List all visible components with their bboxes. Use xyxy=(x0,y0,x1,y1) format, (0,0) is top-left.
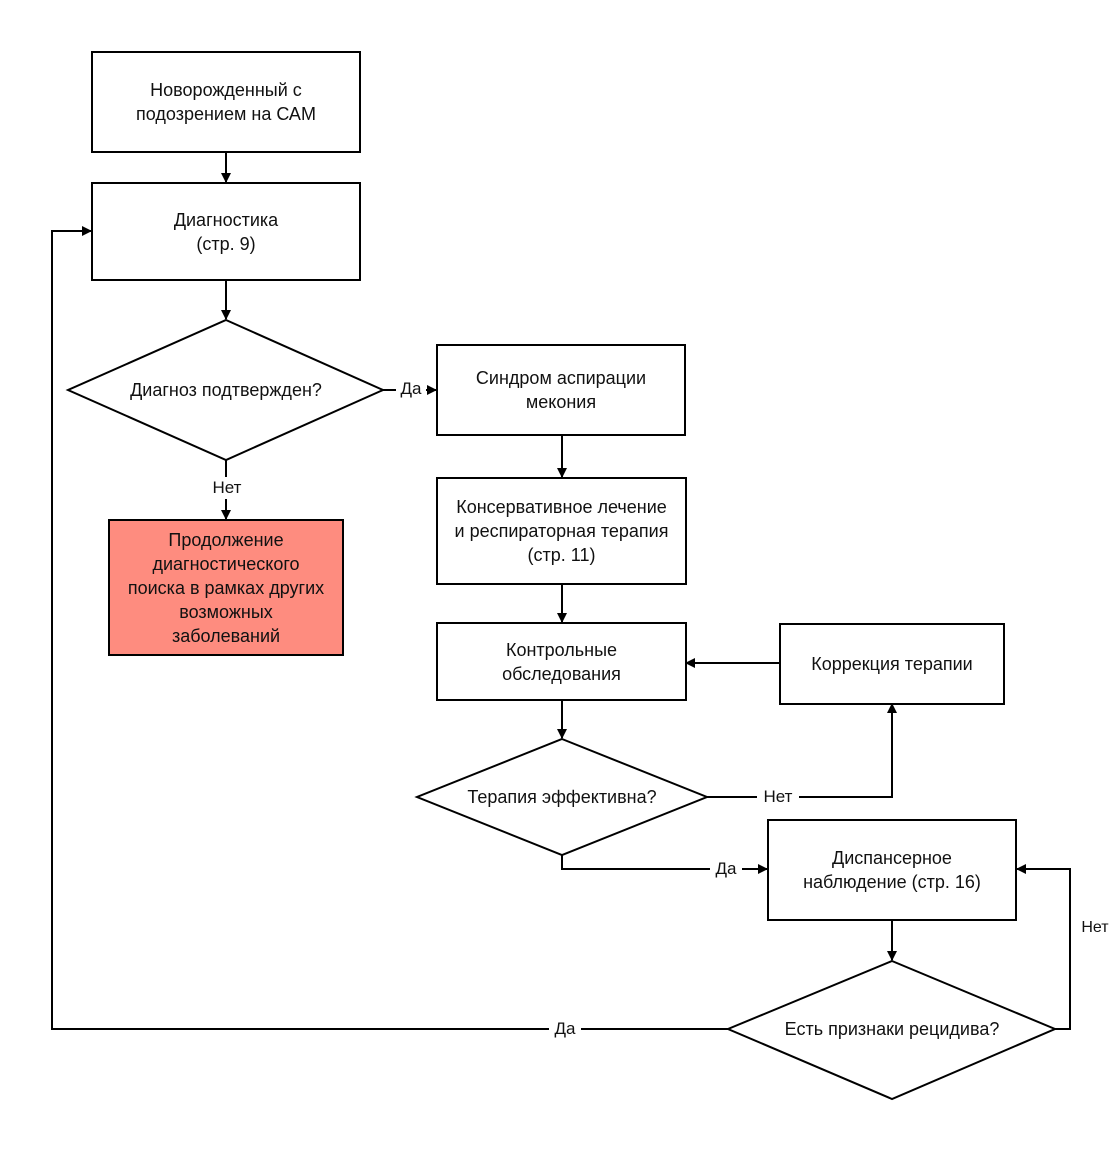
edge-label-effective-no: Нет xyxy=(757,786,799,808)
node-control-exams-label: Контрольные обследования xyxy=(502,639,621,684)
nodes xyxy=(65,51,1058,1101)
node-dispensary xyxy=(767,819,1017,921)
decision-therapy-effective-label: Терапия эффективна? xyxy=(467,787,657,807)
node-diagnostics-label: Диагностика (стр. 9) xyxy=(173,209,279,254)
node-therapy-correction xyxy=(779,623,1005,705)
node-continue-search-label: Продолжение диагностического поиска в ра… xyxy=(127,529,325,646)
decision-diagnosis-confirmed xyxy=(65,318,386,462)
decision-relapse-signs-label: Есть признаки рецидива? xyxy=(784,1019,1000,1039)
node-newborn-label: Новорожденный с подозрением на САМ xyxy=(136,80,316,124)
node-continue-search xyxy=(108,519,344,656)
edge-label-relapse-yes: Да xyxy=(549,1018,581,1040)
node-newborn xyxy=(91,51,361,153)
node-mas-syndrome-label: Синдром аспирации мекония xyxy=(475,368,647,412)
edge-label-relapse-no: Нет xyxy=(1076,917,1112,939)
edge-label-confirmed-no: Нет xyxy=(206,477,248,499)
node-dispensary-label: Диспансерное наблюдение (стр. 16) xyxy=(803,848,981,892)
node-diagnostics xyxy=(91,182,361,281)
decision-relapse-signs xyxy=(725,959,1058,1101)
edge-label-effective-yes: Да xyxy=(710,858,742,880)
edge-relapse-yes-to-diagnostics xyxy=(51,226,728,1030)
node-therapy-correction-label: Коррекция терапии xyxy=(811,654,973,674)
edge-label-confirmed-yes: Да xyxy=(396,378,426,400)
node-control-exams xyxy=(436,622,687,701)
connectors xyxy=(51,152,1071,1030)
decision-therapy-effective xyxy=(414,737,710,857)
edge-effective-yes-to-dispensary xyxy=(561,855,768,874)
node-mas-syndrome xyxy=(436,344,686,436)
decision-diagnosis-confirmed-label: Диагноз подтвержден? xyxy=(130,380,322,400)
node-conservative-treatment xyxy=(436,477,687,585)
node-conservative-treatment-label: Консервативное лечение и респираторная т… xyxy=(454,497,669,565)
edge-relapse-no-to-dispensary xyxy=(1016,864,1071,1030)
edge-effective-no-to-correction xyxy=(707,703,897,798)
